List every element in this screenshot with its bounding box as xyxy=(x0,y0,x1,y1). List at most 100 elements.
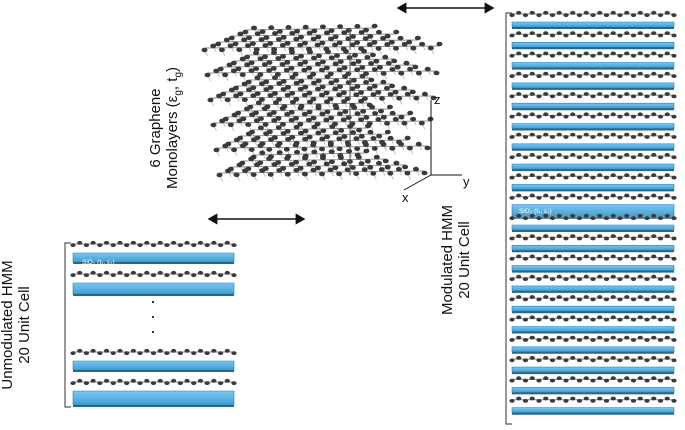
carbon-atom xyxy=(590,74,596,78)
carbon-atom xyxy=(241,37,248,43)
sio2-slab-edge xyxy=(512,331,674,334)
carbon-atom xyxy=(387,171,394,176)
carbon-atom xyxy=(311,55,317,61)
carbon-atom xyxy=(603,196,610,200)
carbon-atom xyxy=(337,155,344,160)
carbon-atom xyxy=(231,273,237,278)
graphene-sheet xyxy=(509,234,677,241)
carbon-atom xyxy=(233,172,240,178)
carbon-atom xyxy=(590,297,596,302)
carbon-atom xyxy=(197,270,204,275)
carbon-atom xyxy=(630,53,637,58)
graphene-layer xyxy=(207,73,437,107)
carbon-atom xyxy=(610,315,616,320)
graphene-sheet xyxy=(509,356,677,363)
carbon-atom xyxy=(332,34,339,40)
carbon-atom xyxy=(130,270,136,275)
carbon-atom xyxy=(603,317,610,322)
carbon-atom xyxy=(253,50,260,56)
carbon-atom xyxy=(144,348,150,353)
carbon-atom xyxy=(293,55,300,61)
carbon-atom xyxy=(516,112,522,117)
carbon-atom xyxy=(402,164,409,170)
carbon-atom xyxy=(262,43,269,48)
carbon-atom xyxy=(549,13,556,18)
carbon-atom xyxy=(637,112,643,117)
carbon-atom xyxy=(130,348,136,353)
carbon-atom xyxy=(356,127,363,133)
carbon-atom xyxy=(671,338,677,342)
carbon-atom xyxy=(215,41,222,47)
carbon-atom xyxy=(549,256,556,261)
carbon-atom xyxy=(576,297,583,302)
carbon-atom xyxy=(570,396,576,401)
carbon-atom xyxy=(664,31,670,35)
carbon-atom xyxy=(583,112,589,117)
sio2-slab-face xyxy=(511,346,675,353)
carbon-atom xyxy=(657,317,664,322)
carbon-atom xyxy=(342,109,349,114)
carbon-atom xyxy=(610,71,616,76)
carbon-atom xyxy=(671,216,677,221)
carbon-atom xyxy=(70,243,76,248)
carbon-atom xyxy=(83,381,90,386)
carbon-atom xyxy=(177,351,183,356)
carbon-atom xyxy=(391,58,398,64)
carbon-atom xyxy=(509,317,515,322)
carbon-atom xyxy=(306,90,313,96)
carbon-atom xyxy=(576,358,583,363)
carbon-atom xyxy=(275,56,282,61)
carbon-atom xyxy=(311,80,317,86)
unmodulated-caption-line2: 20 Unit Cell xyxy=(16,286,34,364)
carbon-atom xyxy=(522,94,529,99)
carbon-atom xyxy=(516,335,522,340)
carbon-atom xyxy=(630,175,637,180)
carbon-atom xyxy=(375,161,382,166)
carbon-atom xyxy=(306,109,313,115)
carbon-atom xyxy=(319,171,325,177)
carbon-atom xyxy=(164,243,170,248)
ellipsis-dot: · xyxy=(150,321,156,341)
carbon-atom xyxy=(617,74,623,78)
carbon-atom xyxy=(370,136,377,141)
graphene-close: ) xyxy=(164,66,182,72)
carbon-atom xyxy=(671,277,677,281)
carbon-atom xyxy=(590,33,596,38)
carbon-atom xyxy=(274,72,281,77)
carbon-atom xyxy=(289,49,296,55)
carbon-atom xyxy=(624,274,630,279)
carbon-atom xyxy=(664,112,670,117)
graphene-sheet xyxy=(509,51,677,58)
carbon-atom xyxy=(355,59,362,64)
carbon-atom xyxy=(664,295,670,299)
carbon-atom xyxy=(624,112,630,117)
sio2-slab-face xyxy=(511,305,675,312)
carbon-atom xyxy=(302,84,309,90)
carbon-atom xyxy=(597,51,603,56)
carbon-atom xyxy=(257,56,264,61)
carbon-atom xyxy=(529,173,535,178)
carbon-atom xyxy=(369,52,376,58)
carbon-atom xyxy=(603,74,610,78)
carbon-atom xyxy=(543,254,549,259)
carbon-atom xyxy=(664,335,670,340)
carbon-atom xyxy=(197,240,204,245)
carbon-atom xyxy=(637,51,643,56)
modulated-caption-line2: 20 Unit Cell xyxy=(456,221,474,299)
carbon-atom xyxy=(543,396,549,401)
graphene-layer xyxy=(213,123,431,157)
carbon-atom xyxy=(150,273,157,278)
carbon-atom xyxy=(218,47,225,53)
carbon-atom xyxy=(603,399,610,403)
carbon-atom xyxy=(375,46,382,51)
carbon-atom xyxy=(644,33,650,38)
carbon-atom xyxy=(644,94,650,99)
carbon-atom xyxy=(522,155,529,160)
carbon-atom xyxy=(254,75,261,81)
carbon-atom xyxy=(556,10,562,15)
carbon-atom xyxy=(637,193,643,198)
carbon-atom xyxy=(231,381,237,386)
carbon-atom xyxy=(651,51,657,56)
carbon-atom xyxy=(576,33,583,38)
carbon-atom xyxy=(509,399,515,403)
